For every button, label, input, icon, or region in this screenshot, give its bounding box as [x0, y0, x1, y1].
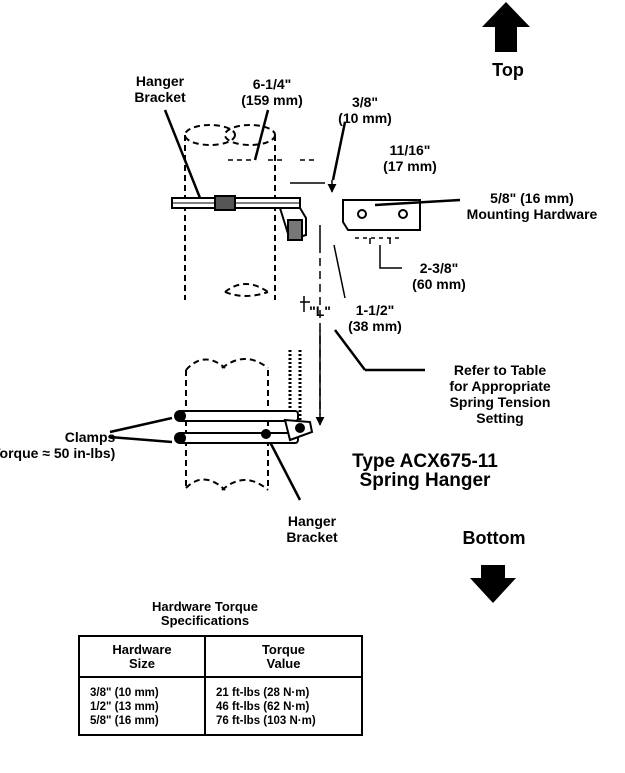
clamps-label: Clamps Torque ≈ 50 in-lbs)	[0, 429, 150, 461]
label-line: Spring Tension	[449, 394, 551, 410]
header-torque-value: Torque Value	[205, 636, 362, 678]
header-line: Hardware	[112, 642, 172, 657]
label-line: Spring Hanger	[359, 470, 491, 491]
table-title-line: Hardware Torque	[152, 599, 258, 614]
label-line: Mounting Hardware	[466, 206, 598, 222]
dim-6-1-4-label: 6-1/4" (159 mm)	[232, 76, 312, 108]
label-line: (60 mm)	[412, 276, 466, 292]
label-line: (17 mm)	[383, 158, 437, 174]
upper-pipe	[184, 124, 276, 300]
hanger-bracket-label-bottom: Hanger Bracket	[272, 513, 352, 545]
hanger-bracket-label-top: Hanger Bracket	[125, 73, 195, 105]
top-arrow-icon	[482, 2, 530, 52]
table-row: 1/2" (13 mm) 46 ft-lbs (62 N·m)	[79, 700, 362, 714]
cell-size: 5/8" (16 mm)	[79, 714, 206, 735]
clamps	[174, 410, 314, 444]
cell-size: 3/8" (10 mm)	[79, 677, 206, 700]
header-hardware-size: Hardware Size	[79, 636, 206, 678]
label-line: 6-1/4"	[252, 76, 292, 92]
cell-size: 1/2" (13 mm)	[79, 700, 206, 714]
label-line: Hanger	[135, 73, 185, 89]
label-line: Bracket	[286, 529, 338, 545]
label-line: Clamps	[64, 429, 116, 445]
mounting-plate	[342, 199, 421, 231]
header-line: Value	[266, 656, 301, 671]
label-line: 1-1/2"	[355, 302, 395, 318]
table-row: 5/8" (16 mm) 76 ft-lbs (103 N·m)	[79, 714, 362, 735]
type-label: Type ACX675-11 Spring Hanger	[335, 452, 515, 490]
lower-pipe	[185, 358, 269, 491]
hardware-torque-table: Hardware Size Torque Value 3/8" (10 mm) …	[78, 635, 363, 736]
table-header-row: Hardware Size Torque Value	[79, 636, 362, 678]
bottom-label: Bottom	[462, 528, 526, 548]
label-line: Torque ≈ 50 in-lbs)	[0, 445, 116, 461]
dim-L-label: "L"	[309, 303, 331, 319]
dim-11-16-label: 11/16" (17 mm)	[370, 142, 450, 174]
dim-1-1-2-label: 1-1/2" (38 mm)	[340, 302, 410, 334]
label-line: 5/8" (16 mm)	[490, 190, 574, 206]
label-line: 11/16"	[389, 142, 431, 158]
dim-3-8-label: 3/8" (10 mm)	[330, 94, 400, 126]
label-line: 3/8"	[351, 94, 379, 110]
label-line: Bracket	[134, 89, 186, 105]
dim-2-3-8-label: 2-3/8" (60 mm)	[404, 260, 474, 292]
header-line: Size	[128, 656, 155, 671]
cell-value: 76 ft-lbs (103 N·m)	[216, 715, 316, 727]
cell-value: 46 ft-lbs (62 N·m)	[216, 701, 310, 713]
spring-shaft	[288, 350, 302, 420]
label-line: Refer to Table	[453, 362, 547, 378]
label-line: for Appropriate	[449, 378, 551, 394]
label-line: (10 mm)	[338, 110, 392, 126]
header-line: Torque	[261, 642, 306, 657]
label-line: Hanger	[287, 513, 337, 529]
bottom-arrow-icon	[470, 565, 516, 603]
label-line: (159 mm)	[241, 92, 303, 108]
label-line: Type ACX675-11	[352, 451, 498, 472]
label-line: 2-3/8"	[419, 260, 459, 276]
table-title-line: Specifications	[160, 613, 250, 628]
label-line: Setting	[476, 410, 524, 426]
top-hanger-bracket	[171, 195, 307, 242]
table-title: Hardware Torque Specifications	[120, 600, 290, 628]
table-row: 3/8" (10 mm) 21 ft-lbs (28 N·m)	[79, 677, 362, 700]
refer-table-label: Refer to Table for Appropriate Spring Te…	[430, 362, 570, 426]
label-line: (38 mm)	[348, 318, 402, 334]
cell-value: 21 ft-lbs (28 N·m)	[216, 687, 310, 699]
top-label: Top	[492, 60, 524, 80]
mounting-hardware-label: 5/8" (16 mm) Mounting Hardware	[452, 190, 612, 222]
